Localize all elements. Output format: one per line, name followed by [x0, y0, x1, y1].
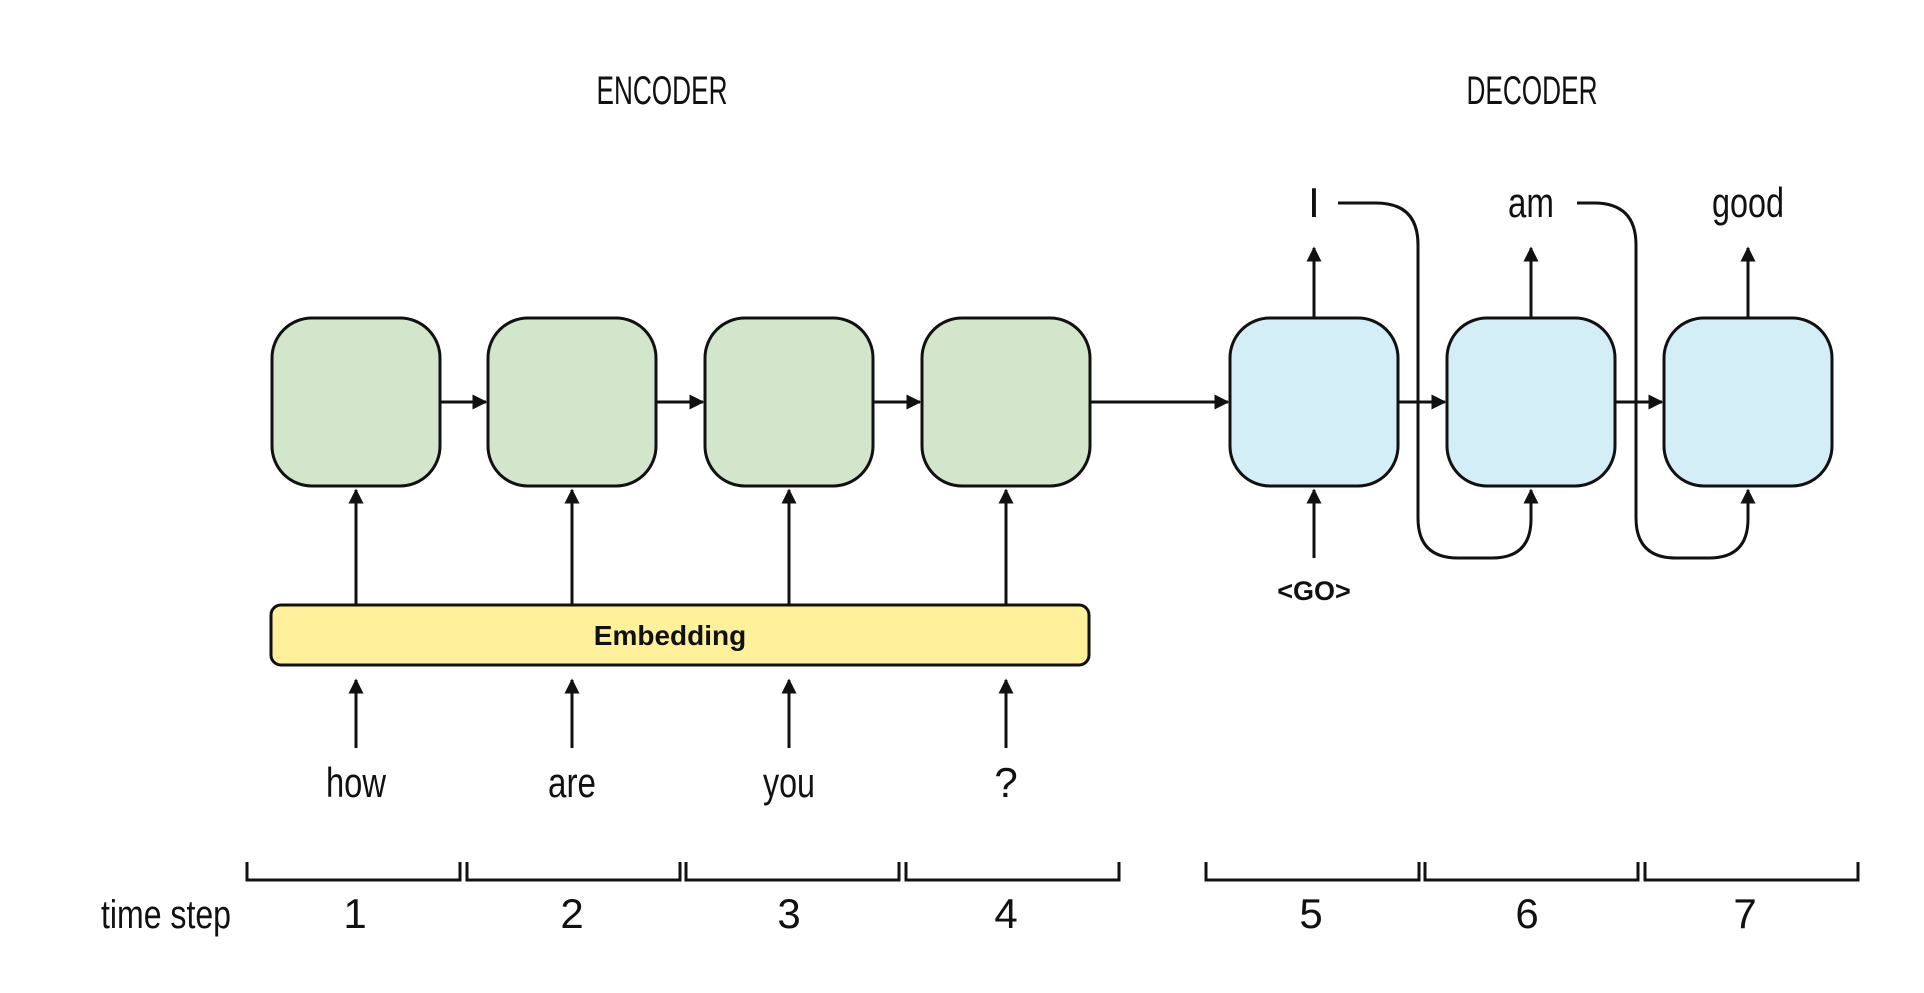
encoder-cell-3 [703, 316, 875, 488]
input-word-2: are [548, 759, 596, 806]
decoder-cell-6 [1445, 316, 1617, 488]
decoder-cells [1228, 316, 1834, 488]
time-step-brackets [245, 862, 1860, 882]
time-step-6: 6 [1515, 890, 1538, 937]
encoder-input-words: how are you ? [326, 759, 1018, 806]
input-word-4: ? [994, 759, 1017, 806]
time-bracket-2 [465, 862, 682, 882]
input-word-3: you [763, 759, 815, 806]
go-token: <GO> [1277, 576, 1351, 606]
decoder-cell-7 [1662, 316, 1834, 488]
time-bracket-5 [1204, 862, 1421, 882]
output-word-3: good [1712, 179, 1784, 226]
feedback-loops [1338, 201, 1756, 560]
feedback-loop-i-to-6 [1338, 201, 1539, 560]
time-step-5: 5 [1299, 890, 1322, 937]
output-arrows [1306, 246, 1756, 318]
encoder-title: ENCODER [597, 69, 728, 113]
input-arrows [348, 678, 1014, 748]
output-word-1: I [1308, 179, 1320, 226]
encoder-cell-4 [920, 316, 1092, 488]
encoder-cell-1 [270, 316, 442, 488]
time-step-label: time step [101, 893, 231, 937]
decoder-output-words: I am good [1308, 179, 1784, 226]
time-bracket-7 [1643, 862, 1860, 882]
embedding-arrows [348, 488, 1014, 605]
embedding-layer [269, 603, 1091, 667]
time-step-7: 7 [1733, 890, 1756, 937]
time-bracket-6 [1423, 862, 1640, 882]
time-bracket-1 [245, 862, 462, 882]
time-step-1: 1 [343, 890, 366, 937]
embedding-label: Embedding [594, 620, 746, 651]
time-step-2: 2 [560, 890, 583, 937]
time-step-3: 3 [777, 890, 800, 937]
decoder-cell-5 [1228, 316, 1400, 488]
encoder-cell-2 [486, 316, 658, 488]
time-bracket-3 [684, 862, 901, 882]
input-word-1: how [326, 759, 387, 806]
output-word-2: am [1508, 179, 1554, 226]
feedback-loop-am-to-7 [1577, 201, 1756, 560]
decoder-title: DECODER [1467, 69, 1598, 113]
time-bracket-4 [904, 862, 1121, 882]
time-step-4: 4 [994, 890, 1017, 937]
time-step-numbers: 1 2 3 4 5 6 7 [343, 890, 1756, 937]
